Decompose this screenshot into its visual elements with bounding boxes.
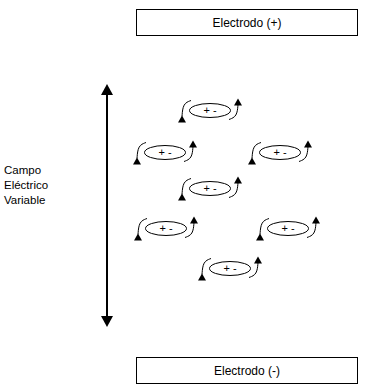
electrode-name: Electrodo (+) bbox=[212, 16, 281, 30]
rotation-arrow bbox=[133, 141, 197, 165]
rotation-arc bbox=[307, 223, 316, 238]
charge-signs: + - bbox=[159, 222, 172, 234]
field-label: Campo Eléctrico Variable bbox=[4, 163, 64, 208]
dipole-ellipse: + - bbox=[189, 181, 231, 196]
arrow-head bbox=[234, 177, 242, 184]
dipole-ellipse: + - bbox=[209, 261, 251, 276]
ellipse-outline bbox=[210, 261, 251, 275]
ellipse-outline bbox=[146, 221, 187, 235]
arrow-head bbox=[254, 257, 262, 264]
charge-signs: + - bbox=[158, 146, 171, 158]
rotation-arc bbox=[299, 147, 308, 162]
rotation-arrow bbox=[178, 99, 242, 123]
rotation-arrows bbox=[133, 99, 320, 281]
arrow-head bbox=[198, 274, 206, 281]
dipole-ellipse: + - bbox=[145, 221, 187, 236]
arrow-head bbox=[101, 316, 113, 327]
ellipse-outline bbox=[190, 103, 231, 117]
arrow-head bbox=[134, 234, 142, 241]
arrow-head bbox=[101, 84, 113, 95]
arrow-head bbox=[133, 158, 141, 165]
electrode-box: Electrodo (+) bbox=[136, 9, 358, 36]
electrode-name: Electrodo (-) bbox=[214, 364, 280, 378]
rotation-arc bbox=[185, 223, 194, 238]
ellipse-outline bbox=[268, 221, 309, 235]
rotation-arrow bbox=[178, 177, 242, 201]
ellipse-outline bbox=[190, 181, 231, 195]
rotation-arrow bbox=[256, 217, 320, 241]
rotation-arc bbox=[184, 147, 193, 162]
field-arrow-shaft bbox=[106, 93, 108, 318]
charge-signs: + - bbox=[223, 262, 236, 274]
arrow-head bbox=[248, 158, 256, 165]
dipole-ellipse: + - bbox=[189, 103, 231, 118]
arrow-head bbox=[189, 141, 197, 148]
electrode-box: Electrodo (-) bbox=[136, 357, 358, 384]
arrow-head bbox=[178, 116, 186, 123]
rotation-arrow bbox=[248, 141, 312, 165]
arrow-head bbox=[190, 217, 198, 224]
dipole-ellipse: + - bbox=[144, 145, 186, 160]
arrow-head bbox=[312, 217, 320, 224]
dipole-ellipse: + - bbox=[267, 221, 309, 236]
rotation-arrow bbox=[198, 257, 262, 281]
charge-signs: + - bbox=[203, 182, 216, 194]
charge-signs: + - bbox=[281, 222, 294, 234]
rotation-arc bbox=[249, 263, 258, 278]
ellipse-outline bbox=[145, 145, 186, 159]
arrow-head bbox=[256, 234, 264, 241]
rotation-arrow bbox=[134, 217, 198, 241]
dipole-ellipse: + - bbox=[259, 145, 301, 160]
arrow-head bbox=[304, 141, 312, 148]
arrow-head bbox=[178, 194, 186, 201]
arrow-head bbox=[234, 99, 242, 106]
field-arrow bbox=[101, 84, 113, 327]
ellipse-outline bbox=[260, 145, 301, 159]
rotation-arc bbox=[229, 105, 238, 120]
rotation-arc bbox=[229, 183, 238, 198]
charge-signs: + - bbox=[203, 104, 216, 116]
charge-signs: + - bbox=[273, 146, 286, 158]
